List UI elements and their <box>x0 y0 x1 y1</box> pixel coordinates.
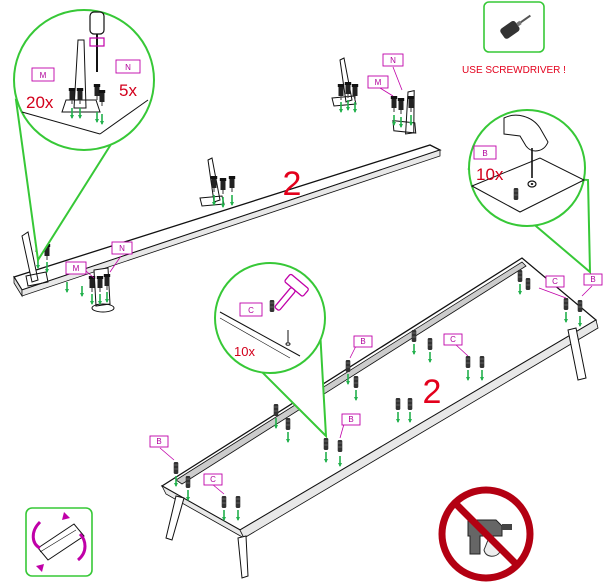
zoom-callout-left: M 20x N 5x <box>13 9 155 263</box>
svg-text:C: C <box>210 475 216 484</box>
part-tag-c: C <box>203 473 223 486</box>
zoom-tag-c: C <box>248 306 254 315</box>
part-tag-n: N <box>382 53 404 67</box>
svg-text:B: B <box>348 415 353 424</box>
part-tag-b: B <box>583 273 603 286</box>
zoom-qty-b: 10x <box>476 165 504 184</box>
leg-bracket <box>91 267 115 313</box>
svg-text:N: N <box>119 244 125 253</box>
zoom-qty-n: 5x <box>119 81 137 100</box>
svg-text:B: B <box>156 437 161 446</box>
part-tag-n: N <box>111 241 133 255</box>
zoom-tag-b: B <box>482 149 487 158</box>
part-tag-m: M <box>65 261 87 275</box>
step-number: 2 <box>283 165 302 203</box>
part-tag-c: C <box>545 275 565 288</box>
warning-text: USE SCREWDRIVER ! <box>462 65 566 76</box>
part-tag-b: B <box>149 435 169 448</box>
rotate-board-icon <box>25 507 93 577</box>
zoom-callout-hammer: C 10x <box>214 262 328 439</box>
leg-bracket <box>21 231 49 287</box>
part-tag-c: C <box>443 333 463 346</box>
zoom-qty-m: 20x <box>26 93 54 112</box>
part-tag-b: B <box>353 335 373 348</box>
zoom-tag-m: M <box>40 71 47 80</box>
screwdriver-icon <box>483 1 545 53</box>
zoom-qty-c: 10x <box>234 344 255 359</box>
svg-text:C: C <box>450 335 456 344</box>
hammer-icon <box>274 273 309 311</box>
leg-bracket <box>392 90 417 135</box>
part-tag-m: M <box>367 75 389 89</box>
screwdriver-tool <box>89 11 105 72</box>
table-leg <box>165 327 587 579</box>
leg-bracket <box>331 57 357 107</box>
svg-text:B: B <box>360 337 365 346</box>
svg-text:N: N <box>390 56 396 65</box>
svg-text:M: M <box>73 264 80 273</box>
bottom-board <box>160 257 599 539</box>
svg-text:C: C <box>552 277 558 286</box>
step-number: 2 <box>423 373 442 411</box>
zoom-callout-right: B 10x <box>466 109 592 275</box>
zoom-tag-n: N <box>125 63 131 72</box>
svg-text:M: M <box>375 78 382 87</box>
no-power-drill-icon <box>438 486 534 582</box>
part-tag-b: B <box>341 413 361 426</box>
svg-text:B: B <box>590 275 595 284</box>
